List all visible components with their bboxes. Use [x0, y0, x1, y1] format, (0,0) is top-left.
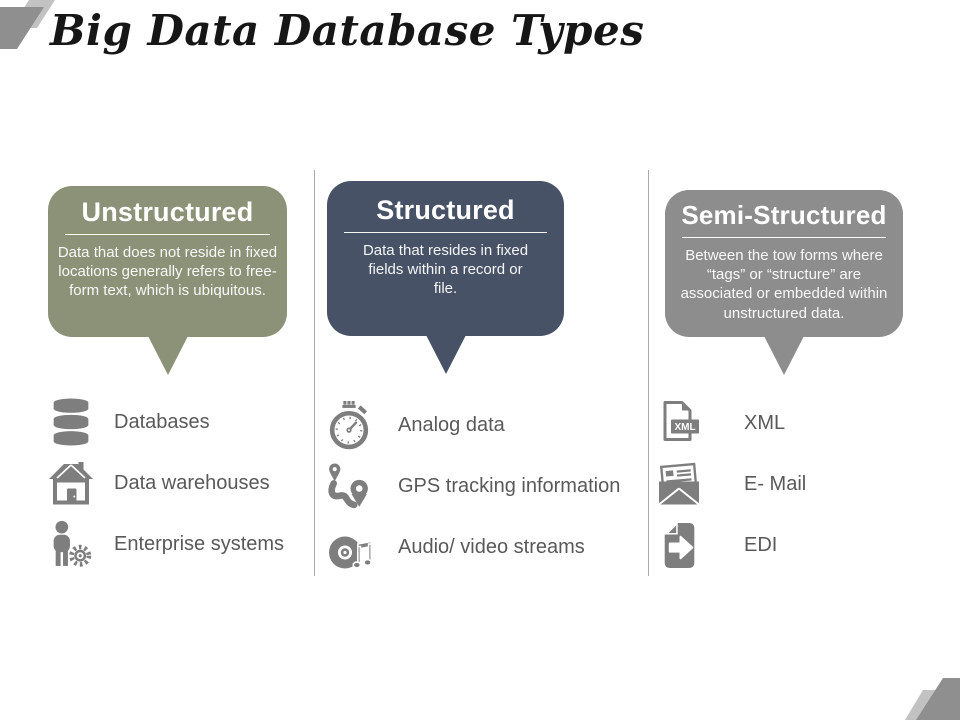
- list-item: Databases: [48, 398, 360, 447]
- bubble-unstructured: Unstructured Data that does not reside i…: [48, 186, 287, 375]
- list-item-label: XML: [744, 412, 786, 434]
- list-item: E- Mail: [656, 460, 960, 509]
- bubble-title: Structured: [376, 195, 515, 225]
- bubble-structured: Structured Data that resides in fixed fi…: [327, 181, 564, 374]
- bubble-description: Data that resides in fixed fields within…: [362, 242, 529, 298]
- list-item: Enterprise systems: [48, 520, 360, 569]
- column-divider-1: [314, 170, 315, 576]
- page-title: Big Data Database Types: [50, 6, 645, 55]
- bubble-title-underline: [343, 232, 548, 233]
- xml-document-icon: XML: [656, 399, 702, 448]
- list-item: EDI: [656, 521, 960, 570]
- list-item-label: Data warehouses: [114, 472, 270, 494]
- list-item: Analog data: [326, 401, 638, 450]
- list-structured: Analog data GPS tracking information: [326, 401, 638, 584]
- bubble-description: Between the tow forms where “tags” or “s…: [680, 247, 888, 322]
- bubble-tail: [764, 336, 804, 375]
- list-item: GPS tracking information: [326, 462, 638, 511]
- list-item: XML XML: [656, 399, 960, 448]
- list-item-label: Enterprise systems: [114, 533, 285, 555]
- bubble-title: Semi-Structured: [681, 200, 887, 230]
- list-item-label: Audio/ video streams: [398, 536, 585, 558]
- list-item-label: Databases: [114, 411, 210, 433]
- bubble-tail: [425, 335, 466, 374]
- warehouse-icon: [48, 459, 94, 508]
- column-divider-2: [648, 170, 649, 576]
- bubble-title-underline: [64, 234, 271, 235]
- gps-route-icon: [326, 462, 372, 511]
- list-unstructured: Databases Data warehouses: [48, 398, 360, 581]
- music-disc-icon: [326, 523, 372, 572]
- list-item-label: GPS tracking information: [398, 475, 621, 497]
- bubble-tail: [147, 336, 188, 375]
- list-item-label: EDI: [744, 534, 778, 556]
- bubble-title: Unstructured: [81, 197, 254, 227]
- stopwatch-icon: [326, 401, 372, 450]
- list-item-label: Analog data: [398, 414, 505, 436]
- enterprise-systems-icon: [48, 520, 94, 569]
- bubble-description: Data that does not reside in fixed locat…: [57, 244, 278, 300]
- bubble-semi-structured: Semi-Structured Between the tow forms wh…: [665, 190, 903, 375]
- list-item: Data warehouses: [48, 459, 360, 508]
- edi-document-icon: [656, 521, 702, 570]
- database-icon: [48, 398, 94, 447]
- corner-decoration-bottom-right: [905, 678, 960, 720]
- bubble-title-underline: [681, 237, 887, 238]
- list-semi-structured: XML XML E-: [656, 399, 960, 582]
- email-icon: [656, 460, 702, 509]
- list-item: Audio/ video streams: [326, 523, 638, 572]
- list-item-label: E- Mail: [744, 473, 807, 495]
- xml-icon-text: XML: [674, 422, 695, 433]
